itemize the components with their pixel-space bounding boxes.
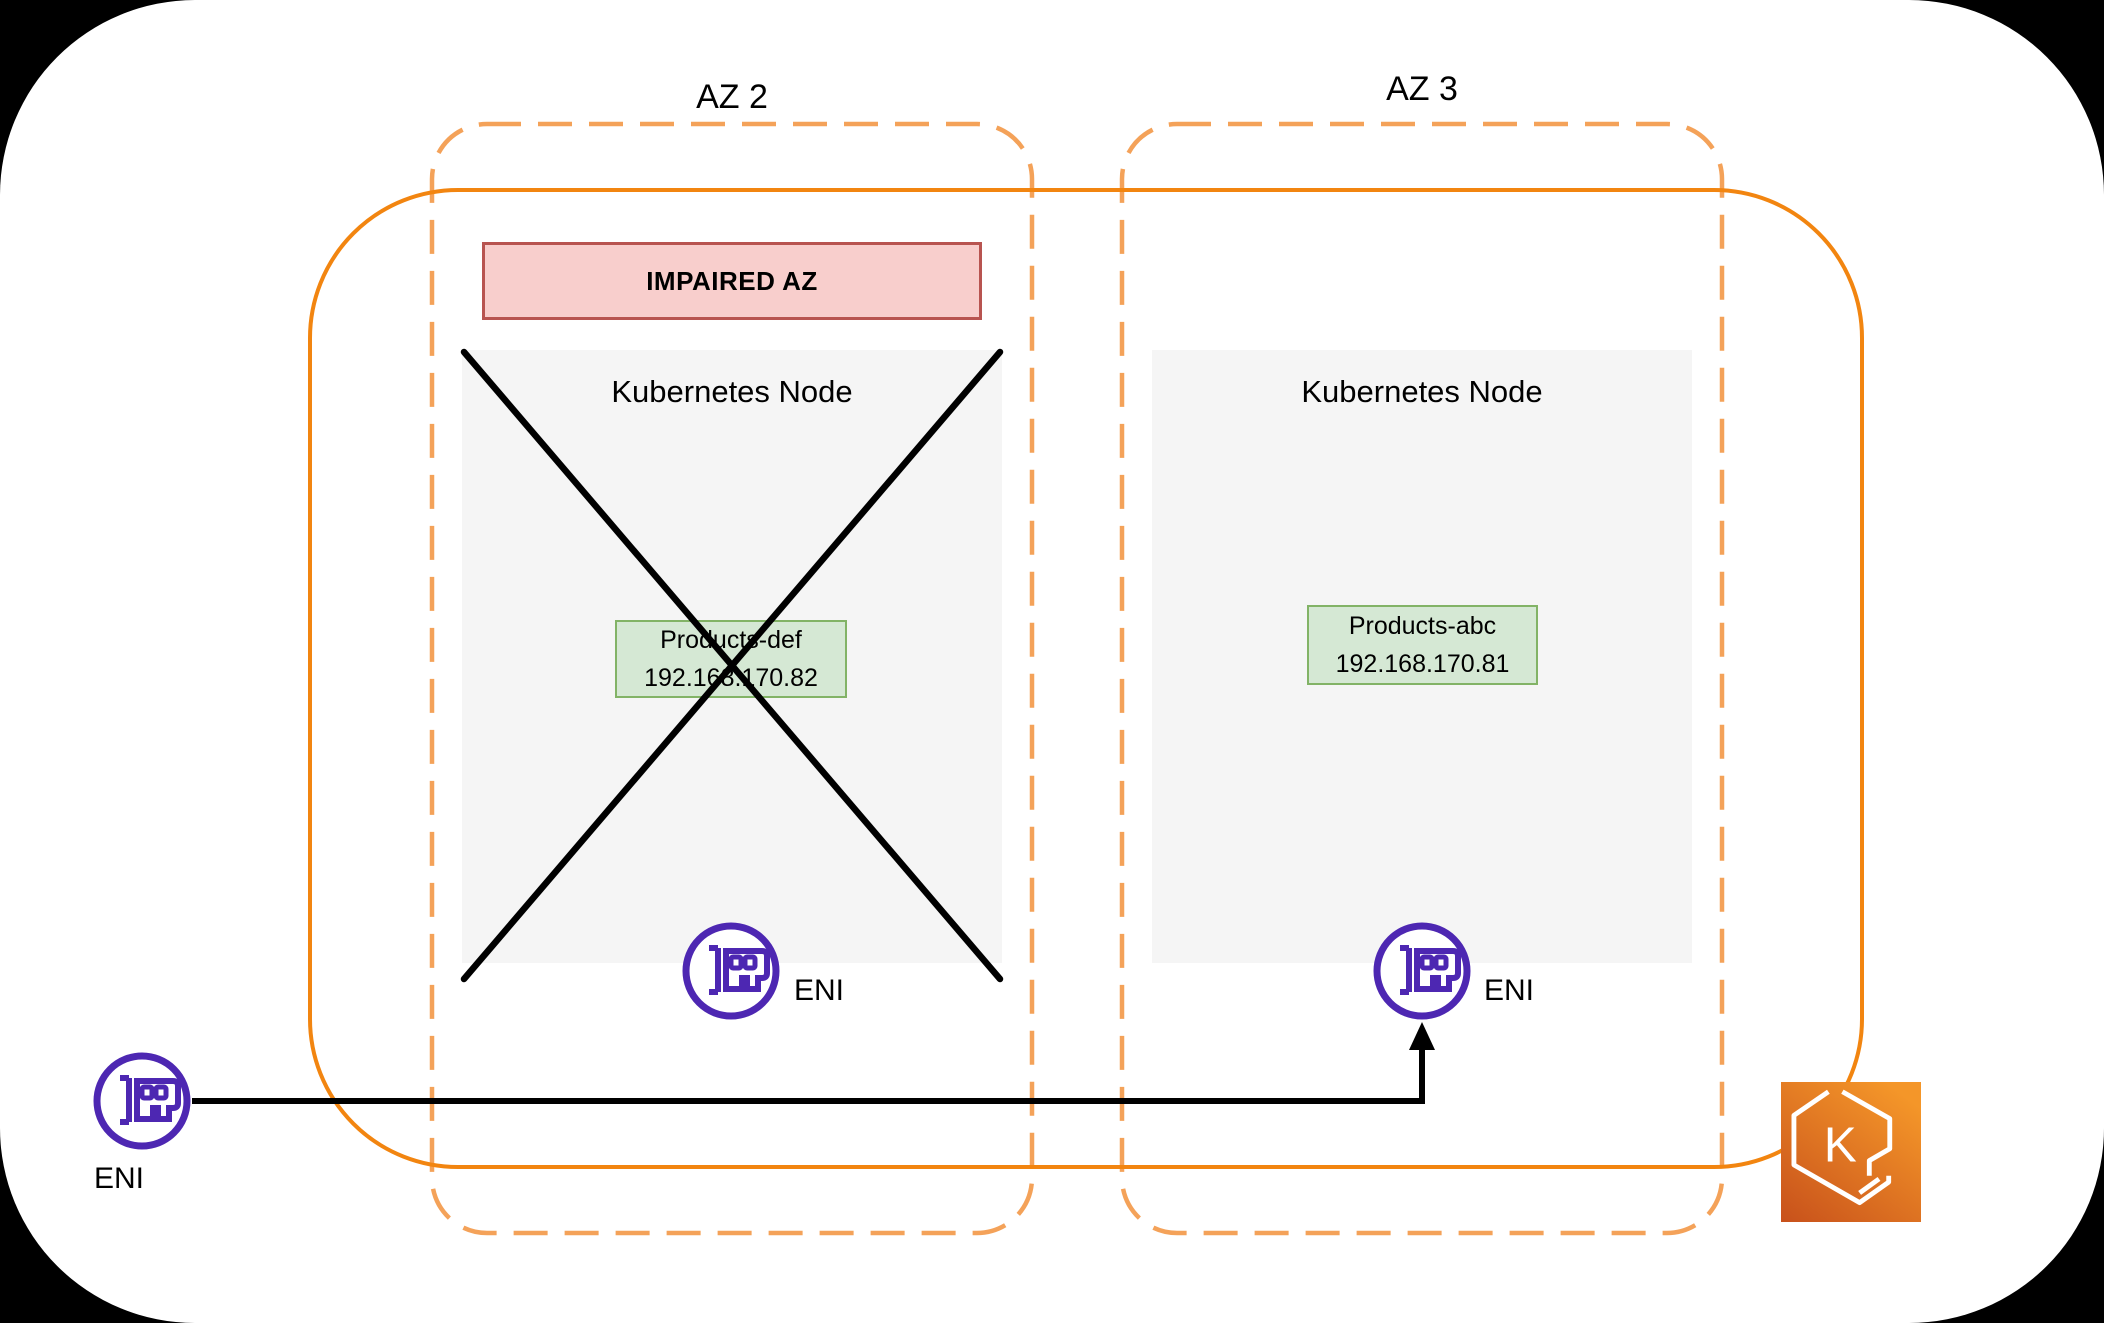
eks-icon-inner-edge	[1858, 1176, 1881, 1195]
eni-icon	[93, 1052, 191, 1150]
eni-icon-bracket	[1400, 945, 1412, 995]
pod-products-def: Products-def 192.168.170.82	[615, 620, 847, 698]
eni-icon	[682, 922, 780, 1020]
eni-icon-circle	[93, 1052, 191, 1150]
node-title-az2: Kubernetes Node	[611, 374, 853, 409]
eni-icon-bracket	[120, 1075, 132, 1125]
eks-icon-cube	[1791, 1089, 1892, 1206]
failure-x-line-2	[460, 348, 1004, 983]
kubernetes-node-az3: Kubernetes Node	[1152, 350, 1692, 963]
az2-label: AZ 2	[696, 78, 768, 116]
eni-icon-card	[1414, 948, 1461, 992]
az2-boundary	[429, 121, 1035, 1236]
eni-attach-arrowhead	[1409, 1022, 1435, 1050]
eks-icon-open-flap	[1841, 1089, 1893, 1176]
eni-icon-circle	[682, 922, 780, 1020]
eni-icon-circle	[1373, 922, 1471, 1020]
az3-label: AZ 3	[1386, 70, 1458, 108]
impaired-az-banner-label: IMPAIRED AZ	[646, 265, 818, 296]
eks-icon: K	[1781, 1082, 1921, 1222]
eks-icon-letter: K	[1824, 1118, 1857, 1173]
node-title-az3: Kubernetes Node	[1301, 374, 1543, 409]
pod-name-az3: Products-abc	[1348, 612, 1497, 640]
impaired-az-banner: IMPAIRED AZ	[482, 242, 982, 320]
pod-products-abc: Products-abc 192.168.170.81	[1307, 605, 1538, 685]
pod-ip-az3: 192.168.170.81	[1335, 650, 1510, 678]
eks-cluster-boundary	[308, 188, 1864, 1169]
eni-label-az2: ENI	[794, 974, 845, 1007]
eni-label-az3: ENI	[1484, 974, 1535, 1007]
az3-boundary	[1119, 121, 1725, 1236]
pod-name-az2: Products-def	[660, 626, 802, 654]
eni-icon-card	[134, 1078, 181, 1122]
eni-icon	[1373, 922, 1471, 1020]
eni-icon-card	[723, 948, 770, 992]
eni-icon-bracket	[709, 945, 721, 995]
eni-label-external: ENI	[94, 1162, 145, 1195]
eni-attach-arrow	[192, 1048, 1425, 1104]
